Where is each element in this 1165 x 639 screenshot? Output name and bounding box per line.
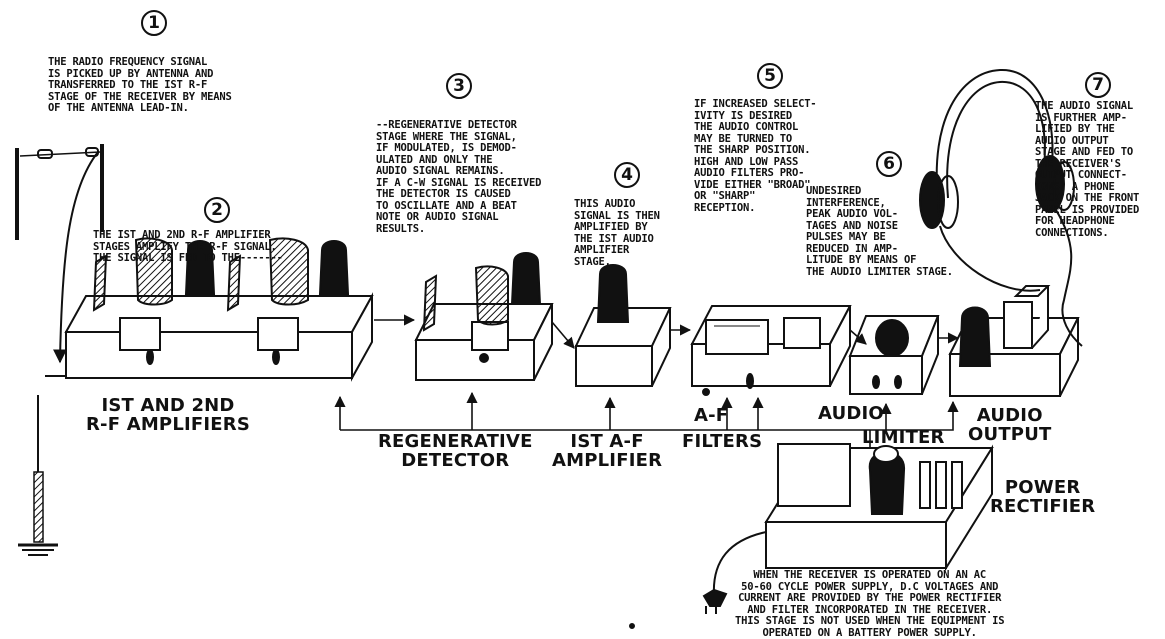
label-rf-amplifiers: IST AND 2ND R-F AMPLIFIERS [86,395,251,435]
note-limiter: UNDESIRED INTERFERENCE, PEAK AUDIO VOL- … [806,185,953,278]
label-limiter-top: AUDIO [818,403,884,424]
note-rf-amplifiers: THE IST AND 2ND R-F AMPLIFIER STAGES AMP… [93,229,283,264]
signal-flow [374,314,960,349]
headphones [919,68,1083,347]
antenna [15,144,104,377]
label-filters: FILTERS [682,431,763,452]
label-limiter-bottom: LIMITER [862,427,945,448]
ground-rod [18,395,58,556]
marker-3: 3 [446,73,472,99]
note-detector: --REGENERATIVE DETECTOR STAGE WHERE THE … [376,119,542,235]
af-amplifier-chassis [574,264,672,387]
note-output: THE AUDIO SIGNAL IS FURTHER AMP- LIFIED … [1035,100,1140,239]
marker-2: 2 [204,197,230,223]
label-af-tag: A-F [694,405,729,426]
rf-amplifier-chassis [64,237,374,382]
note-af-amplifier: THIS AUDIO SIGNAL IS THEN AMPLIFIED BY T… [574,198,660,268]
marker-1: 1 [141,10,167,36]
label-af-amplifier: IST A-F AMPLIFIER [552,431,663,471]
label-rectifier: POWER RECTIFIER [990,477,1096,517]
output-chassis [948,285,1080,397]
note-antenna: THE RADIO FREQUENCY SIGNAL IS PICKED UP … [48,56,232,114]
limiter-chassis [848,315,940,395]
marker-4: 4 [614,162,640,188]
filters-chassis [690,305,852,396]
note-filters: IF INCREASED SELECT- IVITY IS DESIRED TH… [694,98,817,214]
label-detector: REGENERATIVE DETECTOR [378,431,533,471]
power-rectifier-chassis [629,443,994,629]
note-power-rectifier: WHEN THE RECEIVER IS OPERATED ON AN AC 5… [735,569,1005,639]
detector-chassis [414,252,554,381]
marker-6: 6 [876,151,902,177]
marker-7: 7 [1085,72,1111,98]
power-bus [334,391,959,448]
marker-5: 5 [757,63,783,89]
label-output: AUDIO OUTPUT [968,405,1052,445]
